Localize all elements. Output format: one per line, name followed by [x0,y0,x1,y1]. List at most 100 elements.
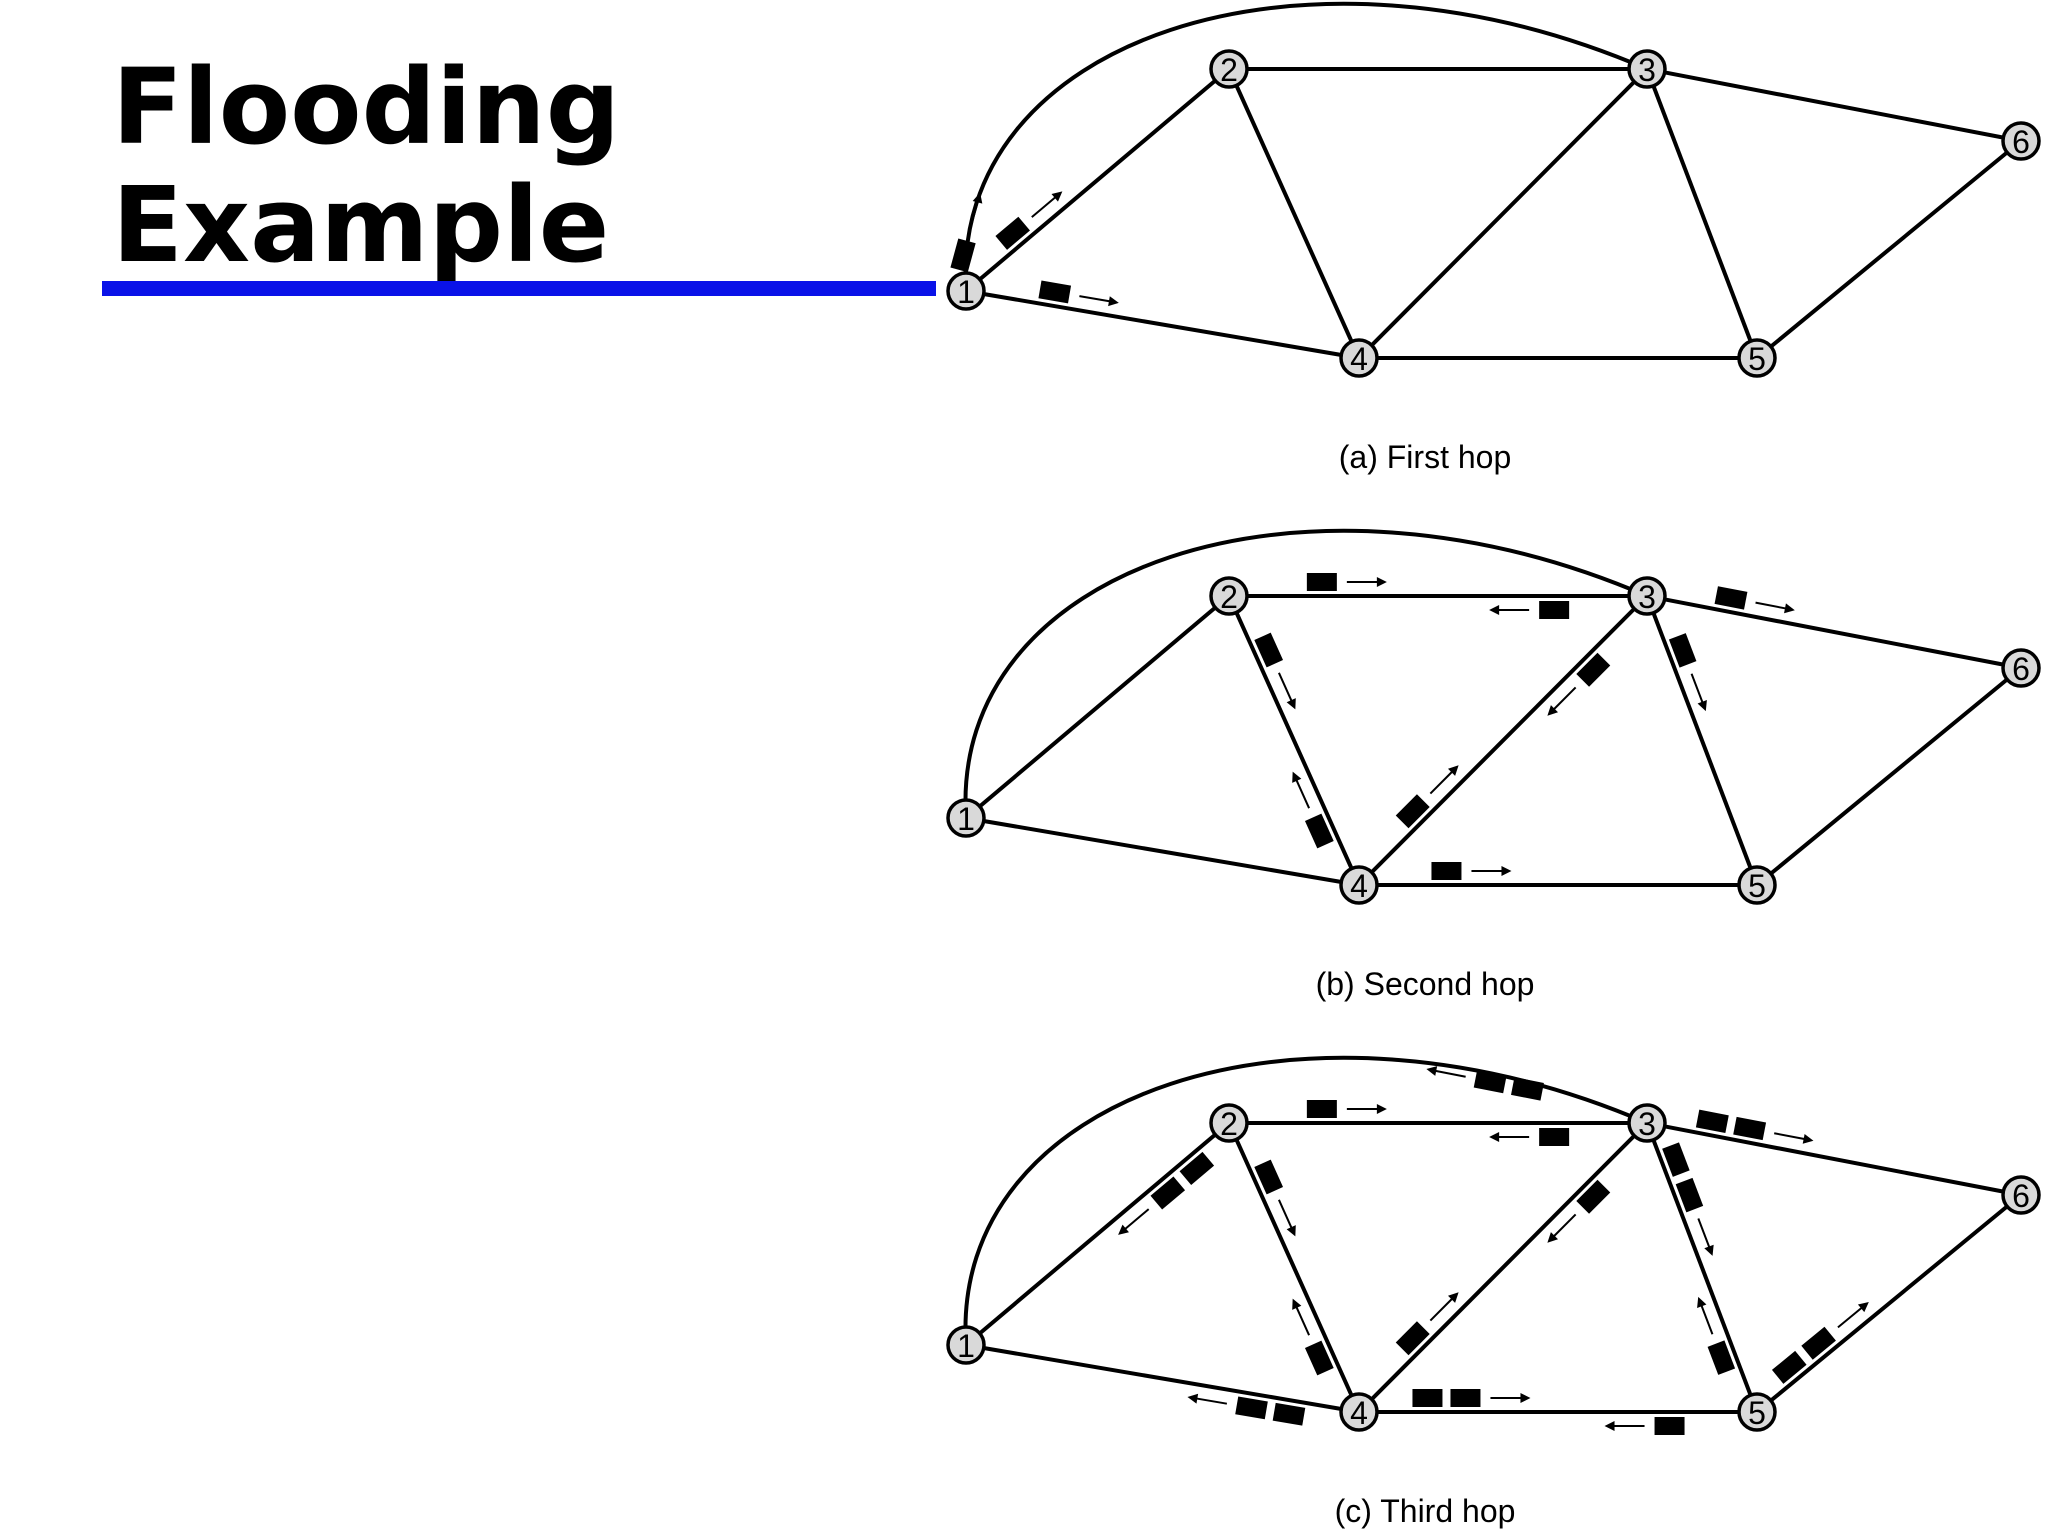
arrow-head-icon [1187,1393,1199,1404]
packet-3-to-6 [1695,1109,1814,1144]
packet [1304,813,1334,849]
router-node-5: 5 [1737,865,1777,905]
packet [1654,1417,1685,1435]
router-node-6: 6 [2001,121,2041,161]
edge-1-4 [965,1343,1360,1414]
arrow-line [1552,686,1577,711]
edge-1-2 [964,594,1231,820]
packet [1038,280,1072,304]
packet [1539,601,1570,619]
arrow-line [1195,1397,1228,1405]
packet [1771,1350,1807,1384]
node-label: 1 [957,274,975,310]
arrow-head-icon [1802,1133,1814,1144]
arrow-head-icon [1286,1225,1296,1237]
router-node-3: 3 [1627,1103,1667,1143]
packet-2-to-3 [1306,1100,1387,1118]
arrow-line [1079,295,1112,303]
packet [1179,1151,1215,1186]
edge-3-6 [1646,594,2022,670]
packet-3-to-5 [1668,633,1707,712]
packet [1473,1069,1507,1094]
packet-5-to-6 [1771,1301,1869,1384]
panel-caption: (a) First hop [1339,439,1511,475]
edge-3-5 [1645,1122,1759,1413]
router-node-4: 4 [1339,338,1379,378]
packet-3-to-4 [1547,1179,1611,1243]
router-node-1: 1 [946,798,986,838]
packet-4-to-5 [1431,862,1512,880]
packet [1150,1176,1186,1210]
edge-3-4 [1357,594,1649,887]
packet [1733,1116,1767,1141]
arrow-line [1278,672,1293,703]
node-label: 4 [1350,1395,1368,1431]
arrow-line [968,200,979,232]
slide-title-line1: Flooding [112,46,621,168]
packet [1306,1100,1337,1118]
packet-3-to-4 [1547,652,1611,716]
router-node-6: 6 [2001,1175,2041,1215]
packet-3-to-2 [1489,1128,1570,1146]
arrow-head-icon [1520,1393,1531,1403]
arrow-head-icon [1448,765,1459,776]
node-label: 2 [1220,52,1238,88]
packet-2-to-3 [1306,573,1387,591]
arrow-head-icon [1501,866,1512,876]
arrow-line [1755,601,1788,610]
edge-1-3 [963,1,1648,292]
packet [1254,632,1284,668]
router-node-2: 2 [1209,49,1249,89]
arrow-head-icon [1489,1132,1500,1142]
packet-4-to-5 [1412,1389,1531,1407]
edge-1-4 [965,816,1360,887]
edge-3-6 [1646,1121,2022,1197]
arrow-line [1697,1218,1711,1249]
edge-5-6 [1755,1193,2023,1414]
packet [1662,1142,1690,1177]
edge-5-6 [1755,666,2023,887]
arrow-head-icon [1547,705,1558,716]
edge-1-4 [965,289,1360,360]
arrow-head-icon [1448,1292,1459,1303]
packet [1412,1389,1443,1407]
packet [995,216,1030,250]
packet [1801,1326,1836,1360]
arrow-head-icon [1547,1232,1558,1243]
edge-1-3 [963,528,1648,819]
packet-4-to-2 [1292,1298,1334,1376]
packet [1539,1128,1570,1146]
packet-2-to-4 [1254,632,1296,710]
packet [1304,1340,1334,1376]
node-label: 6 [2012,1178,2030,1214]
packet-4-to-1 [1187,1393,1306,1426]
packet-3-to-5 [1662,1142,1714,1256]
arrow-line [1552,1213,1577,1238]
packet [1254,1159,1284,1195]
packet-5-to-3 [1697,1296,1736,1375]
arrow-head-icon [1292,1298,1302,1310]
packet [1675,1177,1704,1213]
packet-2-to-1 [1118,1151,1215,1235]
node-label: 3 [1638,52,1656,88]
slide-title-line2: Example [112,164,610,286]
node-label: 6 [2012,124,2030,160]
arrow-line [1434,1069,1466,1078]
panel-caption: (b) Second hop [1316,966,1535,1002]
packet [1511,1077,1544,1101]
node-label: 5 [1748,868,1766,904]
edge-1-3 [963,1055,1648,1346]
packet [1272,1402,1306,1426]
arrow-line [1278,1199,1293,1230]
arrow-line [1700,1304,1714,1335]
router-node-5: 5 [1737,338,1777,378]
arrow-line [1774,1132,1806,1141]
node-label: 2 [1220,1106,1238,1142]
packet [1714,586,1748,610]
packet-1-to-2 [995,191,1063,250]
packet-4-to-3 [1395,765,1459,829]
packet [1707,1340,1736,1375]
arrow-line [1837,1306,1864,1329]
